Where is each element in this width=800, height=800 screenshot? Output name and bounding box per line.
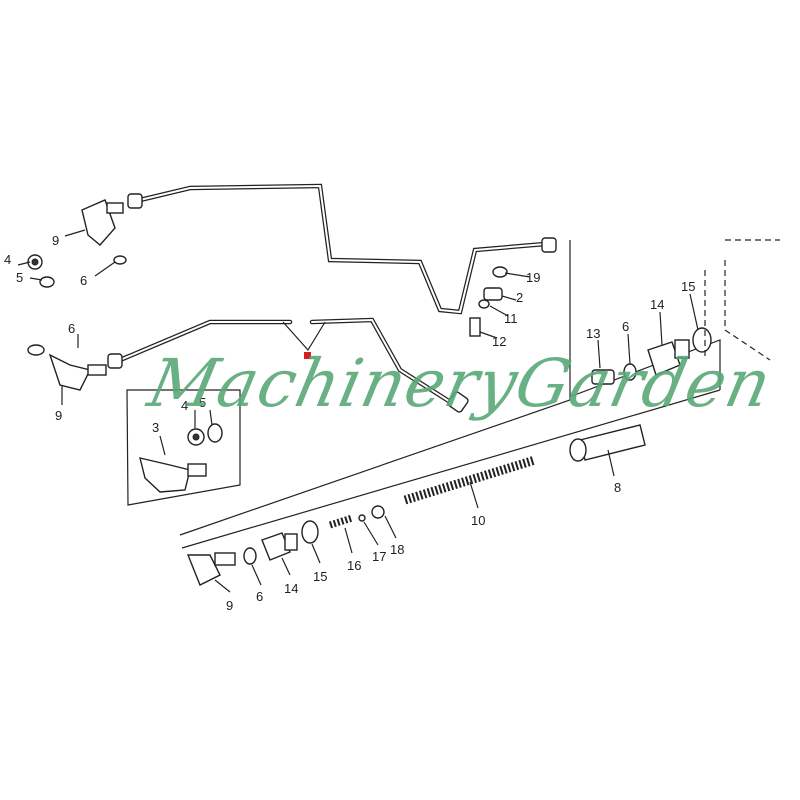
lower-pipe (107, 317, 469, 413)
callout-6: 6 (68, 321, 75, 336)
watermark: MachineryGarden (141, 345, 779, 422)
callout-4: 4 (181, 398, 188, 413)
small-parts (469, 266, 508, 337)
callout-4: 4 (4, 252, 11, 267)
callout-19: 19 (526, 270, 540, 285)
right-assembly (179, 239, 780, 586)
inset-box (126, 389, 241, 506)
callout-18: 18 (390, 542, 404, 557)
callout-15: 15 (313, 569, 327, 584)
callout-6: 6 (80, 273, 87, 288)
callout-5: 5 (199, 395, 206, 410)
callout-14: 14 (284, 581, 298, 596)
callout-14: 14 (650, 297, 664, 312)
fittings-top-left (27, 199, 127, 391)
callout-3: 3 (152, 420, 159, 435)
leader-lines (17, 229, 699, 593)
callout-5: 5 (16, 270, 23, 285)
callout-6: 6 (622, 319, 629, 334)
callout-17: 17 (372, 549, 386, 564)
callout-9: 9 (55, 408, 62, 423)
callout-11: 11 (504, 311, 518, 326)
callout-6: 6 (256, 589, 263, 604)
callout-10: 10 (471, 513, 485, 528)
callout-15: 15 (681, 279, 695, 294)
callout-8: 8 (614, 480, 621, 495)
callout-9: 9 (52, 233, 59, 248)
callout-16: 16 (347, 558, 361, 573)
callout-9: 9 (226, 598, 233, 613)
marker (304, 352, 311, 359)
callout-labels: 9 4 5 6 6 9 3 4 5 19 2 11 12 13 6 14 15 … (4, 233, 695, 613)
upper-pipe (127, 183, 557, 315)
callout-2: 2 (516, 290, 523, 305)
callout-12: 12 (492, 334, 506, 349)
callout-13: 13 (586, 326, 600, 341)
